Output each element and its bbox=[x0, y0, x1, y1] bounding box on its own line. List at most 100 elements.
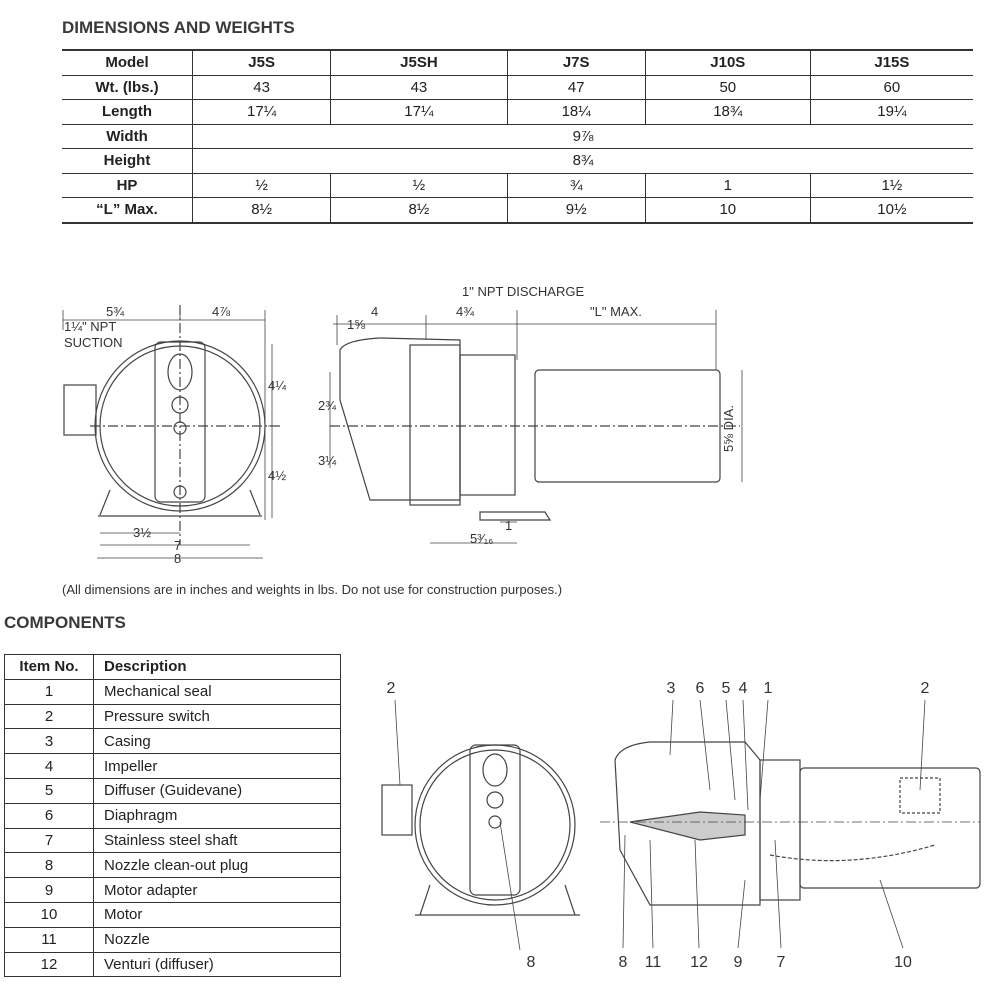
dim-width-3: 8 bbox=[174, 551, 181, 566]
component-item-no: 7 bbox=[4, 827, 94, 854]
callout-number: 6 bbox=[696, 680, 705, 697]
front-view-drawing bbox=[63, 305, 280, 545]
components-front-drawing bbox=[381, 699, 580, 951]
table-cell: 9½ bbox=[506, 197, 646, 223]
header-label: Model bbox=[62, 49, 193, 76]
dim-side-1: 1 bbox=[505, 518, 512, 533]
discharge-label: 1" NPT DISCHARGE bbox=[462, 284, 584, 299]
callout-number: 2 bbox=[387, 680, 396, 697]
component-description: Nozzle clean-out plug bbox=[93, 852, 341, 879]
table-cell: ½ bbox=[330, 172, 508, 198]
table-cell: 19¼ bbox=[809, 99, 973, 125]
row-label: Length bbox=[62, 99, 193, 125]
table-cell: 8½ bbox=[191, 197, 331, 223]
suction-label-1: 1¼" NPT bbox=[64, 319, 116, 334]
dimensions-note: (All dimensions are in inches and weight… bbox=[62, 582, 563, 597]
dim-front-left: 5¾ bbox=[106, 304, 124, 319]
component-description: Stainless steel shaft bbox=[93, 827, 341, 854]
component-item-no: 5 bbox=[4, 777, 94, 804]
header-item-no: Item No. bbox=[4, 654, 94, 680]
dim-diameter: 5⅝ DIA. bbox=[721, 405, 736, 452]
component-description: Diffuser (Guidevane) bbox=[93, 777, 341, 804]
component-description: Impeller bbox=[93, 753, 341, 779]
component-description: Casing bbox=[93, 728, 341, 755]
component-description: Nozzle bbox=[93, 926, 341, 953]
callout-number: 2 bbox=[921, 680, 930, 697]
table-cell: 17¼ bbox=[330, 99, 508, 125]
suction-label-2: SUCTION bbox=[64, 335, 123, 350]
row-label: Width bbox=[62, 123, 193, 149]
dim-front-right: 4⅞ bbox=[212, 304, 230, 319]
dim-width-1: 3½ bbox=[133, 525, 151, 540]
component-item-no: 12 bbox=[4, 951, 94, 978]
component-item-no: 1 bbox=[4, 678, 94, 705]
callout-number: 12 bbox=[690, 954, 708, 971]
table-cell: 43 bbox=[330, 74, 508, 100]
components-section-drawing bbox=[600, 699, 981, 949]
callout-number: 10 bbox=[894, 954, 912, 971]
component-item-no: 6 bbox=[4, 802, 94, 829]
model-header: J5SH bbox=[330, 49, 508, 76]
component-description: Motor bbox=[93, 901, 341, 928]
table-cell: 9⅞ bbox=[192, 123, 973, 149]
dim-side-2-3-4: 2¾ bbox=[318, 398, 336, 413]
callout-number: 7 bbox=[777, 954, 786, 971]
component-item-no: 11 bbox=[4, 926, 94, 953]
callout-number: 4 bbox=[739, 680, 748, 697]
table-cell: 60 bbox=[809, 74, 973, 100]
header-description: Description bbox=[93, 654, 341, 680]
dimensions-title: DIMENSIONS AND WEIGHTS bbox=[62, 18, 295, 37]
table-cell: 18¼ bbox=[506, 99, 646, 125]
dim-width-2: 7 bbox=[174, 538, 181, 553]
dim-height-bottom: 4½ bbox=[268, 468, 286, 483]
row-label: Height bbox=[62, 148, 193, 174]
table-cell: 50 bbox=[644, 74, 811, 100]
dim-l-max: "L" MAX. bbox=[590, 304, 642, 319]
component-item-no: 2 bbox=[4, 703, 94, 730]
dim-height-top: 4¼ bbox=[268, 378, 286, 393]
table-cell: 18¾ bbox=[644, 99, 811, 125]
component-item-no: 3 bbox=[4, 728, 94, 755]
component-description: Mechanical seal bbox=[93, 678, 341, 705]
component-description: Diaphragm bbox=[93, 802, 341, 829]
component-item-no: 9 bbox=[4, 877, 94, 903]
table-cell: 8½ bbox=[330, 197, 508, 223]
dim-side-4-3-4: 4¾ bbox=[456, 304, 474, 319]
dim-side-1-5-8: 1⅝ bbox=[347, 317, 365, 332]
callout-number: 5 bbox=[722, 680, 731, 697]
side-view-drawing bbox=[330, 337, 740, 521]
callout-number: 3 bbox=[667, 680, 676, 697]
callout-number: 1 bbox=[764, 680, 773, 697]
components-header-row: Item No. Description bbox=[4, 654, 341, 680]
dim-side-3-1-4: 3¼ bbox=[318, 453, 336, 468]
model-header: J5S bbox=[191, 49, 331, 76]
callout-number: 8 bbox=[619, 954, 628, 971]
model-header: J7S bbox=[506, 49, 646, 76]
dim-side-4: 4 bbox=[371, 304, 378, 319]
table-cell: 10 bbox=[644, 197, 811, 223]
table-cell: 47 bbox=[506, 74, 646, 100]
table-cell: ½ bbox=[191, 172, 331, 198]
callout-number: 8 bbox=[527, 954, 536, 971]
